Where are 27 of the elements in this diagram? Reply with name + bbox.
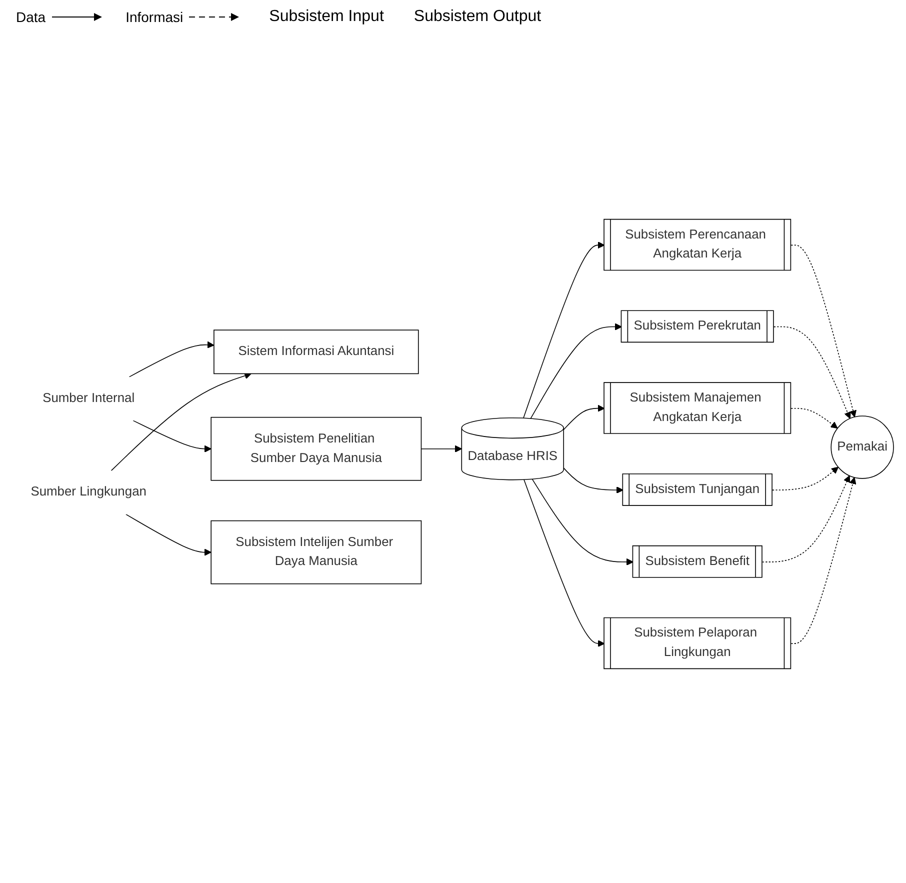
arrow	[523, 242, 605, 418]
arrow	[420, 445, 462, 452]
arrow	[128, 341, 214, 378]
node-box: Subsistem Intelijen Sumber Daya Manusia	[210, 520, 422, 584]
arrow	[563, 404, 605, 430]
node-box: Sistem Informasi Akuntansi	[214, 330, 419, 374]
node-circle: Pemakai	[830, 416, 894, 479]
group-heading: Subsistem Output	[414, 8, 542, 26]
arrow	[772, 466, 839, 490]
arrow	[126, 514, 212, 556]
arrow	[524, 479, 605, 648]
arrow	[563, 468, 624, 494]
node-text: Sumber Internal	[42, 391, 135, 406]
arrow	[790, 477, 856, 644]
arrow	[132, 420, 212, 452]
arrow	[790, 244, 856, 418]
arrow	[530, 323, 622, 419]
arrow	[773, 326, 851, 419]
node-box: Subsistem Penelitian Sumber Daya Manusia	[210, 416, 422, 481]
arrow	[762, 475, 850, 562]
legend-text: Data	[16, 9, 46, 25]
arrow	[790, 408, 838, 429]
arrow	[110, 372, 252, 472]
group-heading: Subsistem Input	[269, 8, 384, 26]
node-text: Sumber Lingkungan	[30, 485, 146, 499]
legend-text: Informasi	[126, 9, 184, 25]
arrow	[532, 478, 634, 566]
